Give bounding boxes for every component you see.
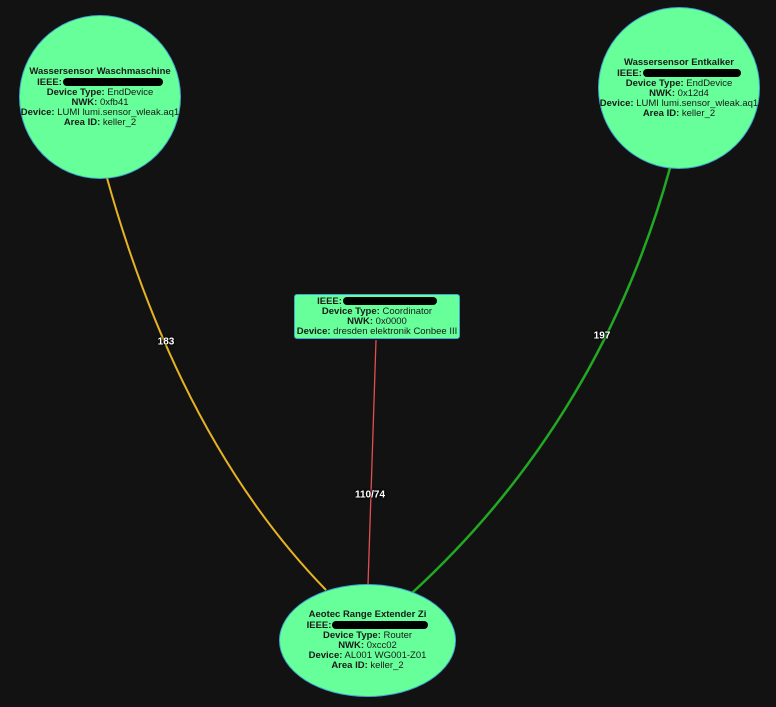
node-area-row: Area ID: keller_2: [642, 107, 716, 119]
node-title: Wassersensor Entkalker: [623, 56, 734, 68]
redacted-mark: [332, 621, 429, 630]
node-nwk-row: NWK: 0x0000: [347, 315, 407, 327]
node-device-row: Device: LUMI lumi.sensor_wleak.aq1: [20, 106, 180, 118]
node-ieee-row: IEEE:: [617, 68, 741, 79]
node-device-row: Device: dresden elektronik Conbee III: [296, 325, 458, 337]
redacted-mark: [342, 296, 437, 305]
node-coordinator[interactable]: IEEE: Device Type: Coordinator NWK: 0x00…: [294, 294, 460, 339]
node-extender[interactable]: Aeotec Range Extender Zi IEEE: Device Ty…: [279, 584, 456, 697]
node-type-row: Device Type: EndDevice: [46, 86, 154, 98]
node-nwk-row: NWK: 0xcc02: [338, 640, 397, 651]
node-waschmaschine[interactable]: Wassersensor Waschmaschine IEEE: Device …: [19, 15, 181, 179]
node-type-row: Device Type: EndDevice: [625, 77, 733, 89]
node-nwk-row: NWK: 0x12d4: [649, 87, 709, 99]
node-device-row: Device: AL001 WG001-Z01: [308, 650, 427, 661]
node-area-row: Area ID: keller_2: [331, 660, 404, 671]
edge-coordinator-extender: [367, 339, 377, 586]
edge-label-entkalker: 197: [593, 330, 611, 342]
node-nwk-row: NWK: 0xfb41: [71, 96, 129, 108]
redacted-mark: [642, 68, 741, 77]
node-title: Wassersensor Waschmaschine: [29, 65, 171, 77]
edge-label-coordinator: 110/74: [354, 489, 386, 501]
edge-label-waschmaschine: 183: [157, 336, 175, 348]
node-entkalker[interactable]: Wassersensor Entkalker IEEE: Device Type…: [598, 7, 760, 169]
node-type-row: Device Type: Coordinator: [321, 305, 433, 317]
node-device-row: Device: LUMI lumi.sensor_wleak.aq1: [599, 97, 759, 109]
edge-waschmaschine-extender: [106, 177, 327, 591]
node-title: Aeotec Range Extender Zi: [308, 609, 427, 620]
edge-entkalker-extender: [411, 167, 672, 594]
node-type-row: Device Type: Router: [322, 630, 413, 641]
node-ieee-row: IEEE:: [37, 77, 163, 88]
node-area-row: Area ID: keller_2: [63, 116, 137, 128]
node-ieee-row: IEEE:: [307, 621, 429, 631]
node-ieee-row: IEEE:: [317, 296, 437, 307]
redacted-mark: [62, 77, 163, 86]
